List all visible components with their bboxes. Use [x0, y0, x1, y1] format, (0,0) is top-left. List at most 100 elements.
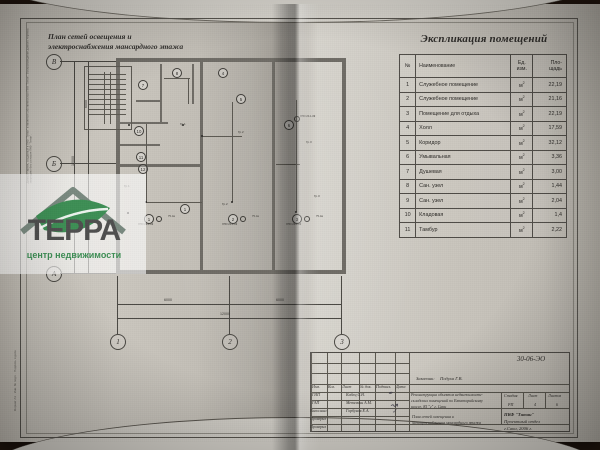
- unit-exponent: 2: [522, 196, 525, 201]
- fixture-marker-3[interactable]: 3: [292, 214, 302, 224]
- header-unit: Ед. изм.: [510, 54, 534, 78]
- page-edge-bottom: [0, 417, 600, 450]
- dim-line-bays: [117, 304, 341, 305]
- dim-bay-1-2: 6000: [164, 298, 172, 302]
- tb-grid-v: [341, 353, 342, 431]
- tb-grid-h: [311, 363, 409, 364]
- cell-num: 1: [398, 77, 417, 93]
- axis-bubble-h-2[interactable]: 2: [222, 334, 238, 350]
- unit-exponent: 2: [522, 138, 525, 143]
- header-unit-l1: Ед.: [517, 60, 526, 66]
- cell-unit: м2: [510, 135, 534, 151]
- lamp-symbol: [294, 116, 300, 122]
- dim-line-v-bays: [88, 61, 89, 273]
- header-area-l2: щадь: [549, 66, 562, 72]
- customer-name: Подуха Г.В.: [440, 376, 463, 381]
- cell-unit: м2: [510, 164, 534, 180]
- watermark-backdrop: [0, 174, 146, 274]
- object-line3: шоссе, 85 "г" г. Саки: [411, 404, 447, 409]
- axis-line-h2: [229, 276, 230, 334]
- cell-name: Служебное помещение: [415, 77, 512, 93]
- fixture-spec-3: ЛПО 20-1-09: [286, 223, 302, 226]
- cell-name: Душевая: [415, 164, 512, 180]
- fixture-marker-1[interactable]: 1: [144, 214, 154, 224]
- fixture-marker-5[interactable]: 5: [236, 94, 246, 104]
- axis-bubble-v-3[interactable]: А: [46, 266, 62, 282]
- dim-v-lower: 6000: [84, 218, 88, 226]
- wiring-run: [146, 202, 202, 203]
- page-fold-shadow: [272, 4, 320, 450]
- axis-line-v1: [60, 61, 116, 62]
- axis-bubble-v-1[interactable]: В: [46, 54, 62, 70]
- cell-area: 21,16: [532, 91, 567, 107]
- cell-area: 1,44: [532, 178, 567, 194]
- cell-num: 6: [398, 149, 417, 165]
- wall-right: [342, 58, 346, 274]
- axis-bubble-h-1[interactable]: 1: [110, 334, 126, 350]
- group-label-d: Гр.2: [222, 202, 228, 206]
- fixture-marker-7[interactable]: 7: [138, 80, 148, 90]
- fixture-marker-10[interactable]: 10: [134, 126, 144, 136]
- partition-7: [136, 100, 162, 102]
- cell-area: 3,00: [532, 164, 567, 180]
- cell-num: 9: [398, 193, 417, 209]
- lamp-symbol: [240, 216, 246, 222]
- axis-line-h3: [341, 276, 342, 334]
- signature-mark: ✒: [387, 390, 394, 398]
- fixture-marker-12[interactable]: 12: [138, 164, 148, 174]
- stair-step: [88, 104, 126, 105]
- header-area-l1: Пло-: [550, 60, 562, 66]
- lamp-height-note-2: 75 лм: [252, 215, 259, 218]
- group-label-e: Гр.1: [124, 184, 130, 188]
- cell-num: 5: [398, 135, 417, 151]
- cell-area: 2,04: [532, 193, 567, 209]
- axis-bubble-h-3[interactable]: 3: [334, 334, 350, 350]
- watermark-brand: ТЕРРА: [27, 214, 121, 247]
- signature-mark: ✓: [391, 408, 398, 416]
- unit-symbol: м: [518, 111, 523, 118]
- stair-step: [88, 94, 126, 95]
- fixture-marker-2[interactable]: 2: [228, 214, 238, 224]
- cell-area: 2,22: [532, 222, 567, 238]
- unit-exponent: 2: [522, 153, 525, 158]
- cell-num: 8: [398, 178, 417, 194]
- partition-8: [192, 64, 194, 104]
- tb-grid-h: [311, 384, 569, 385]
- role-label-3: Проверил: [310, 416, 327, 421]
- cell-num: 7: [398, 164, 417, 180]
- fixture-spec-6: ЛПО 20-1-09: [300, 115, 316, 118]
- wiring-run: [202, 136, 242, 137]
- fixture-marker-8[interactable]: 8: [172, 68, 182, 78]
- fixture-marker-4[interactable]: 4: [218, 68, 228, 78]
- tb-grid-v: [523, 392, 524, 408]
- unit-symbol: м: [518, 169, 523, 176]
- wiring-run: [188, 78, 189, 104]
- unit-symbol: м: [518, 126, 523, 133]
- rev-header-doknum: № док.: [360, 384, 372, 389]
- wall-top: [116, 58, 346, 62]
- stage-value-0: РП: [508, 402, 514, 407]
- watermark-tagline: центр недвижимости: [26, 250, 122, 260]
- fixture-spec-2: ЛПО 20-1-09: [222, 223, 238, 226]
- margin-lower-note: Формат А3 · Инв. № подл. · Подпись и дат…: [12, 350, 17, 412]
- junction-dot: [128, 124, 131, 127]
- fixture-marker-6[interactable]: 6: [284, 120, 294, 130]
- header-num: №: [398, 54, 417, 78]
- dim-v-upper: 6000: [84, 100, 88, 108]
- room-number-marker-1[interactable]: 1: [180, 204, 190, 214]
- axis-bubble-v-2[interactable]: Б: [46, 156, 62, 172]
- stair-step: [88, 89, 126, 90]
- fixture-marker-11[interactable]: 11: [136, 152, 146, 162]
